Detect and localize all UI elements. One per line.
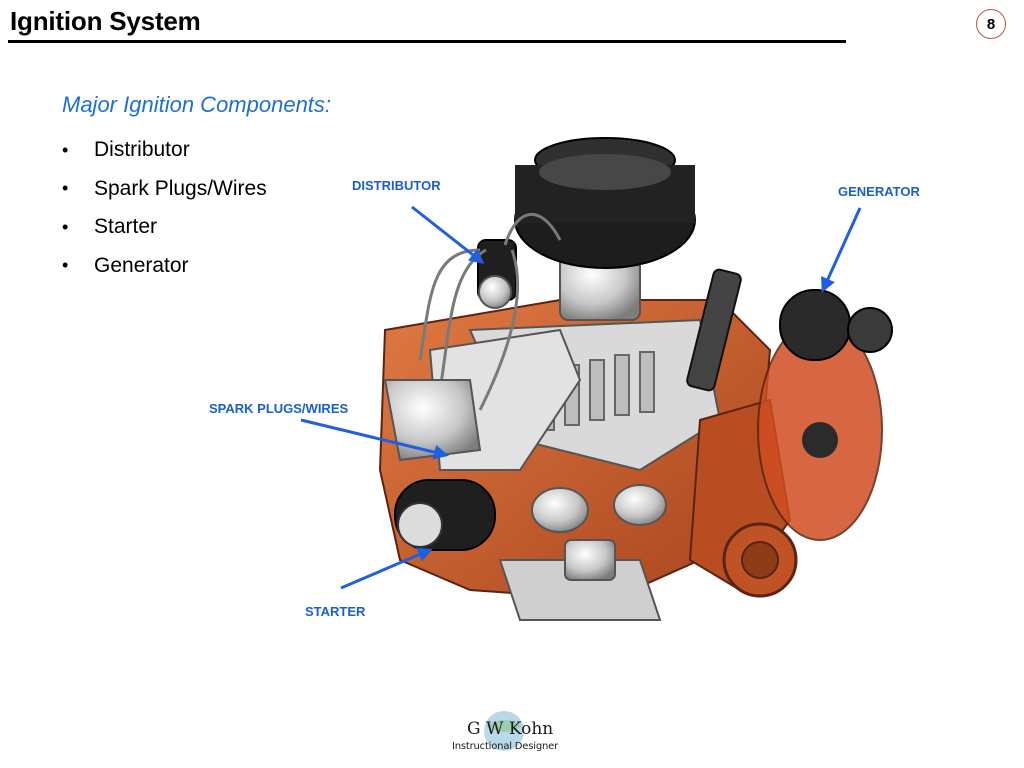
designer-logo: G W Kohn Instructional Designer — [446, 708, 566, 760]
bullet-icon: • — [62, 139, 69, 160]
page-number-badge: 8 — [976, 9, 1006, 39]
arrow-generator — [821, 207, 862, 293]
label-starter: STARTER — [305, 604, 366, 619]
section-subtitle: Major Ignition Components: — [62, 92, 332, 117]
list-item: •Generator — [56, 247, 267, 286]
label-spark-plugs: SPARK PLUGS/WIRES — [209, 401, 349, 416]
list-item: •Distributor — [56, 131, 267, 170]
bullet-icon: • — [62, 216, 69, 237]
logo-name: G W Kohn — [467, 719, 554, 739]
bullet-icon: • — [62, 178, 69, 199]
arrow-spark-plugs — [300, 418, 449, 460]
list-item: •Starter — [56, 208, 267, 247]
arrow-distributor — [411, 205, 485, 264]
arrow-starter — [340, 547, 433, 590]
bullet-icon: • — [62, 255, 69, 276]
label-generator: GENERATOR — [838, 184, 920, 199]
component-list: •Distributor •Spark Plugs/Wires •Starter… — [56, 131, 267, 285]
logo-tagline: Instructional Designer — [452, 741, 558, 752]
engine-block — [378, 137, 893, 621]
list-item: •Spark Plugs/Wires — [56, 170, 267, 209]
title-underline — [8, 40, 846, 43]
label-distributor: DISTRIBUTOR — [352, 178, 441, 193]
globe-icon — [484, 711, 524, 751]
slide-title: Ignition System — [10, 6, 201, 36]
